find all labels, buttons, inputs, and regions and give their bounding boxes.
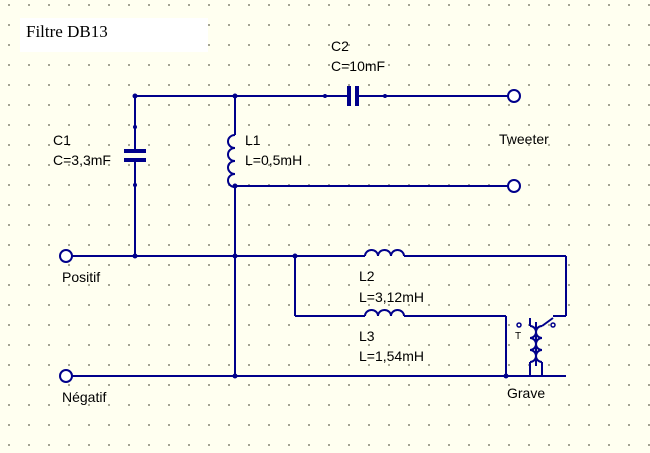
tweeter-label: Tweeter <box>499 131 549 147</box>
pin-c1-top <box>133 125 137 129</box>
negatif-label: Négatif <box>62 389 107 405</box>
port-positif[interactable] <box>59 249 73 263</box>
junction-negatif-grave <box>503 373 509 379</box>
inductor-l2-symbol <box>364 249 405 257</box>
l1-name-label: L1 <box>245 132 261 148</box>
port-tweeter-top[interactable] <box>507 89 521 103</box>
junction-positif-l3 <box>292 253 298 259</box>
pin-c1-bottom <box>133 183 137 187</box>
title-box: Filtre DB13 <box>20 18 208 52</box>
port-negatif[interactable] <box>59 369 73 383</box>
c1-name-label: C1 <box>53 132 71 148</box>
capacitor-c1-symbol <box>124 149 146 162</box>
junction-negatif-l1 <box>232 373 238 379</box>
junction-top-l1 <box>232 93 238 99</box>
port-tweeter-bottom[interactable] <box>507 179 521 193</box>
c1-value-label: C=3,3mF <box>53 152 111 168</box>
junction-l1-tweeter <box>232 183 238 189</box>
junction-positif-c1 <box>132 253 138 259</box>
c2-name-label: C2 <box>331 38 349 54</box>
l2-value-label: L=3,12mH <box>359 289 424 305</box>
grave-label: Grave <box>507 385 546 401</box>
l2-name-label: L2 <box>359 268 375 284</box>
schematic-title: Filtre DB13 <box>26 22 108 41</box>
capacitor-c2-symbol <box>347 86 359 106</box>
positif-label: Positif <box>62 269 101 285</box>
l1-value-label: L=0,5mH <box>245 152 303 168</box>
l3-name-label: L3 <box>359 328 375 344</box>
junction-top-c1 <box>132 93 138 99</box>
transformer-symbol <box>516 317 556 376</box>
junction-positif-l1 <box>232 253 238 259</box>
pin-c2-right <box>383 94 387 98</box>
inductor-l3-symbol <box>364 309 405 317</box>
l3-value-label: L=1,54mH <box>359 348 424 364</box>
transformer-name-label: T <box>515 331 522 342</box>
c2-value-label: C=10mF <box>331 58 386 74</box>
inductor-l1-symbol <box>227 134 236 188</box>
pin-c2-left <box>323 94 327 98</box>
